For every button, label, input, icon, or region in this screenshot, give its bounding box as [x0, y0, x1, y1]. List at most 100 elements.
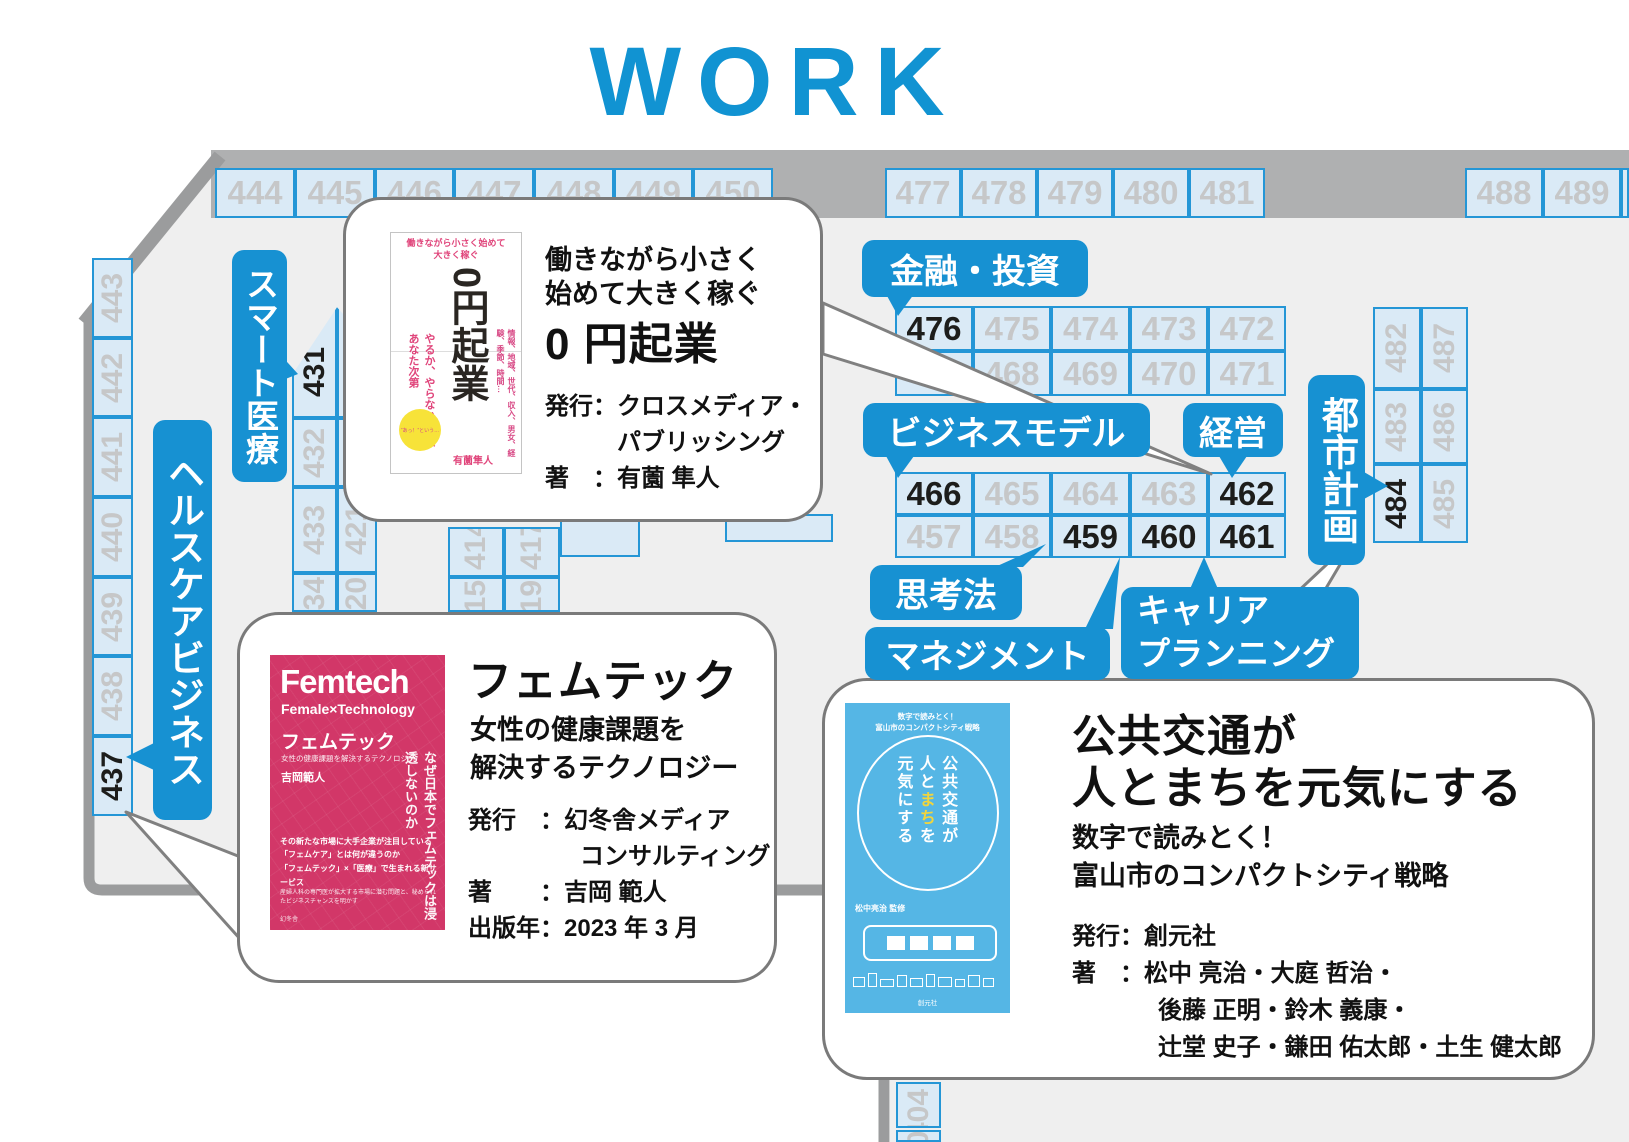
callout-catch-line: 始めて大きく稼ぐ	[545, 279, 761, 309]
booth-cell: 459	[1051, 515, 1130, 558]
booth-cell: 478	[961, 168, 1037, 218]
booth-cell: 479	[1037, 168, 1113, 218]
callout-subtitle: 解決するテクノロジー	[470, 753, 739, 783]
callout-year: 出版年：2023 年 3 月	[468, 915, 699, 942]
callout-publisher: 発行 ：幻冬舎メディア	[468, 807, 731, 834]
booth-cell: 440	[92, 497, 133, 577]
booth-cell: 482	[1373, 307, 1421, 389]
callout-author-line3: 辻堂 史子・鎌田 佑太郎・土生 健太郎	[1158, 1034, 1563, 1061]
callout-subtitle: 富山市のコンパクトシティ戦略	[1072, 861, 1449, 891]
booth-cell	[1621, 168, 1629, 218]
booth-cell: 476	[895, 306, 973, 351]
cover-tagline: 女性の健康課題を解決するテクノロジー	[281, 754, 416, 763]
booth-cell: 464	[1051, 472, 1130, 515]
booth-cell: 437	[92, 736, 133, 816]
book-cover-kotsu: 数字で読みとく！ 富山市のコンパクトシティ戦略 公共交通が 人とまちを 元気にす…	[845, 703, 1010, 1013]
booth-cell: 431	[292, 307, 337, 418]
callout-publisher-line2: パブリッシング	[617, 429, 785, 456]
booth-cell: 486	[1421, 389, 1468, 464]
category-label-thinking: 思考法	[870, 565, 1022, 620]
tram-illustration	[863, 925, 997, 961]
callout-author: 著 ：有薗 隼人	[545, 465, 720, 492]
booth-cell: 444	[215, 168, 295, 218]
booth-cell: 438	[92, 656, 133, 736]
booth-cell: 488	[1465, 168, 1543, 218]
booth-cell: 458	[973, 515, 1051, 558]
cover-author: 松中亮治 監修	[855, 904, 906, 913]
booth-cell: 465	[973, 472, 1051, 515]
callout-author-line2: 後藤 正明・鈴木 義康・	[1158, 997, 1412, 1024]
callout-book-title: 人とまちを元気にする	[1072, 764, 1523, 813]
callout-author: 著 ：吉岡 範人	[468, 879, 667, 906]
callout-author: 著 ：松中 亮治・大庭 哲治・	[1072, 960, 1398, 987]
page-title: WORK	[589, 27, 961, 136]
booth-cell: 463	[1130, 472, 1208, 515]
booth-cell: 484	[1373, 464, 1421, 543]
booth-cell: 415	[448, 577, 504, 612]
category-label-management: マネジメント	[865, 627, 1110, 680]
callout-subtitle: 女性の健康課題を	[470, 715, 686, 745]
callout-tail-femtech	[124, 810, 252, 952]
booth-cell: 441	[92, 417, 133, 497]
booth-cell: 481	[1189, 168, 1265, 218]
booth-cell: 439	[92, 577, 133, 656]
callout-subtitle: 数字で読みとく！	[1072, 823, 1288, 853]
booth-cell: 461	[1208, 515, 1286, 558]
cover-brand: Femtech	[280, 663, 410, 700]
booth-cell: 434	[292, 573, 337, 612]
cover-title: 公共交通が 人とまちを 元気にする	[894, 755, 957, 845]
booth-cell: 480	[1113, 168, 1189, 218]
cover-publisher: 創元社	[917, 1000, 938, 1007]
booth-cell: 487	[1421, 307, 1468, 389]
booth-cell: 477	[885, 168, 961, 218]
booth-cell: 472	[1208, 306, 1286, 351]
cover-bottom-copy: その新たな市場に大手企業が注目している 「フェムケア」とは何が違うのか 「フェム…	[280, 836, 437, 905]
cover-copy-right: 情報、地域、世代、収入、男女、経験、季節、時間…	[496, 329, 516, 457]
cover-burst-badge: “あっ！”という…	[399, 409, 441, 451]
booth-cell: 485	[1421, 464, 1468, 543]
booth-cell: 442	[92, 338, 133, 417]
booth-cell: 419	[504, 577, 560, 612]
category-label-keiei: 経営	[1183, 403, 1283, 457]
booth-cell: 432	[292, 418, 337, 487]
booth-cell: 468	[973, 351, 1051, 396]
booth-cell: 443	[92, 258, 133, 338]
callout-book-title: フェムテック	[468, 657, 738, 706]
cover-catch-copy: 働きながら小さく始めて 大きく稼ぐ	[406, 238, 506, 260]
booth-cell: 470	[1130, 351, 1208, 396]
callout-publisher: 発行：創元社	[1072, 923, 1216, 950]
cover-title-jp: フェムテック	[281, 732, 396, 753]
booth-cell: 469	[1051, 351, 1130, 396]
booth-cell: 420	[337, 573, 377, 612]
booth-cell: 474	[1051, 306, 1130, 351]
booth-cell: 460	[1130, 515, 1208, 558]
booth-cell	[895, 351, 973, 396]
category-label-business-model: ビジネスモデル	[863, 403, 1150, 457]
booth-cell: 457	[895, 515, 973, 558]
booth-cell: 403	[896, 1130, 941, 1142]
callout-publisher-line2: コンサルティング	[580, 843, 771, 870]
pointer-management	[1085, 557, 1120, 629]
book-cover-femtech: Femtech Female×Technology フェムテック 女性の健康課題…	[270, 655, 445, 930]
city-skyline-illustration	[853, 971, 1002, 987]
pointer-career	[1190, 557, 1218, 589]
category-label-career-planning: キャリア プランニング	[1121, 587, 1359, 679]
cover-title: 0円起業	[445, 267, 487, 403]
category-label-finance: 金融・投資	[862, 240, 1088, 297]
booth-cell: 473	[1130, 306, 1208, 351]
booth-cell: 414	[448, 527, 504, 577]
booth-cell: 417	[504, 527, 560, 577]
cover-author: 吉岡範人	[281, 772, 325, 784]
booth-cell: 404	[896, 1082, 941, 1128]
category-label-healthcare: ヘルスケアビジネス	[153, 420, 212, 820]
booth-cell: 433	[292, 487, 337, 573]
callout-book-title: 0 円起業	[545, 320, 719, 369]
category-label-urban-planning: 都市計画	[1308, 375, 1365, 565]
book-cover-zero-yen: 働きながら小さく始めて 大きく稼ぐ 0円起業 やるか、やらないかは、あなた次第 …	[390, 232, 522, 474]
cover-catch-copy: 数字で読みとく！ 富山市のコンパクトシティ戦略	[875, 712, 980, 733]
cover-publisher-logo: 幻冬舎	[280, 917, 299, 923]
booth-cell: 475	[973, 306, 1051, 351]
cover-author: 有薗隼人	[453, 456, 493, 467]
callout-publisher: 発行：クロスメディア・	[545, 393, 808, 420]
